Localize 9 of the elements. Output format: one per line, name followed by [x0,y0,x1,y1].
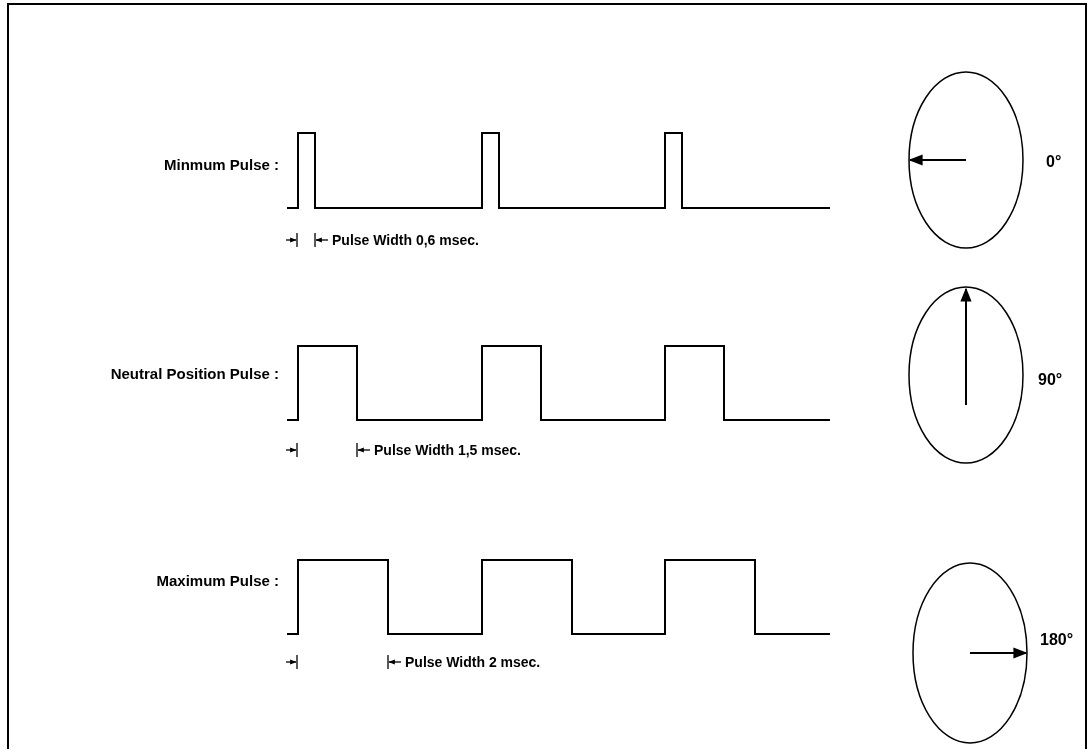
pulse-width-label: Pulse Width 0,6 msec. [332,231,479,250]
row-label: Minmum Pulse : [164,155,279,175]
row-label: Maximum Pulse : [156,571,279,591]
angle-label: 180° [1040,630,1074,650]
angle-label: 0° [1046,152,1062,172]
pulse-width-label: Pulse Width 2 msec. [405,653,541,672]
row-label: Neutral Position Pulse : [110,364,279,384]
pulse-width-label: Pulse Width 1,5 msec. [374,441,521,460]
angle-label: 90° [1038,370,1063,390]
